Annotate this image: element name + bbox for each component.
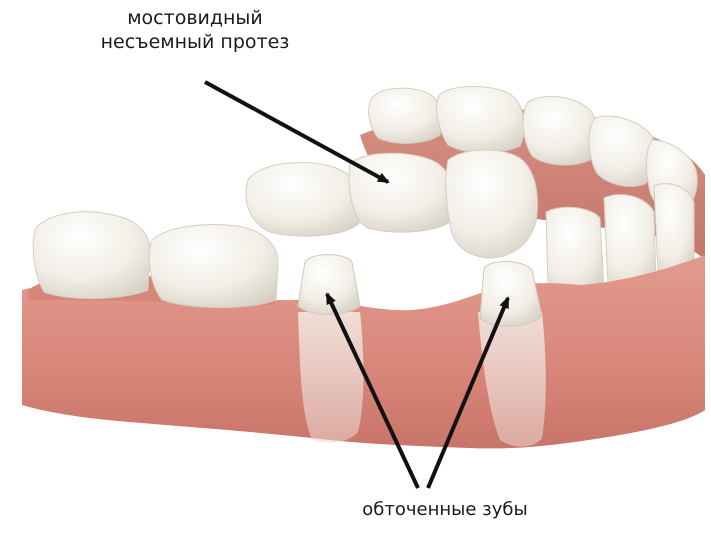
abutment-label-text: обточенные зубы bbox=[320, 498, 570, 522]
bridge-prosthesis bbox=[246, 150, 537, 258]
bridge-label-line1: мостовидный bbox=[70, 6, 320, 30]
abutment-label: обточенные зубы bbox=[320, 498, 570, 522]
bridge-label: мостовидный несъемный протез bbox=[70, 6, 320, 54]
bridge-label-line2: несъемный протез bbox=[70, 30, 320, 54]
